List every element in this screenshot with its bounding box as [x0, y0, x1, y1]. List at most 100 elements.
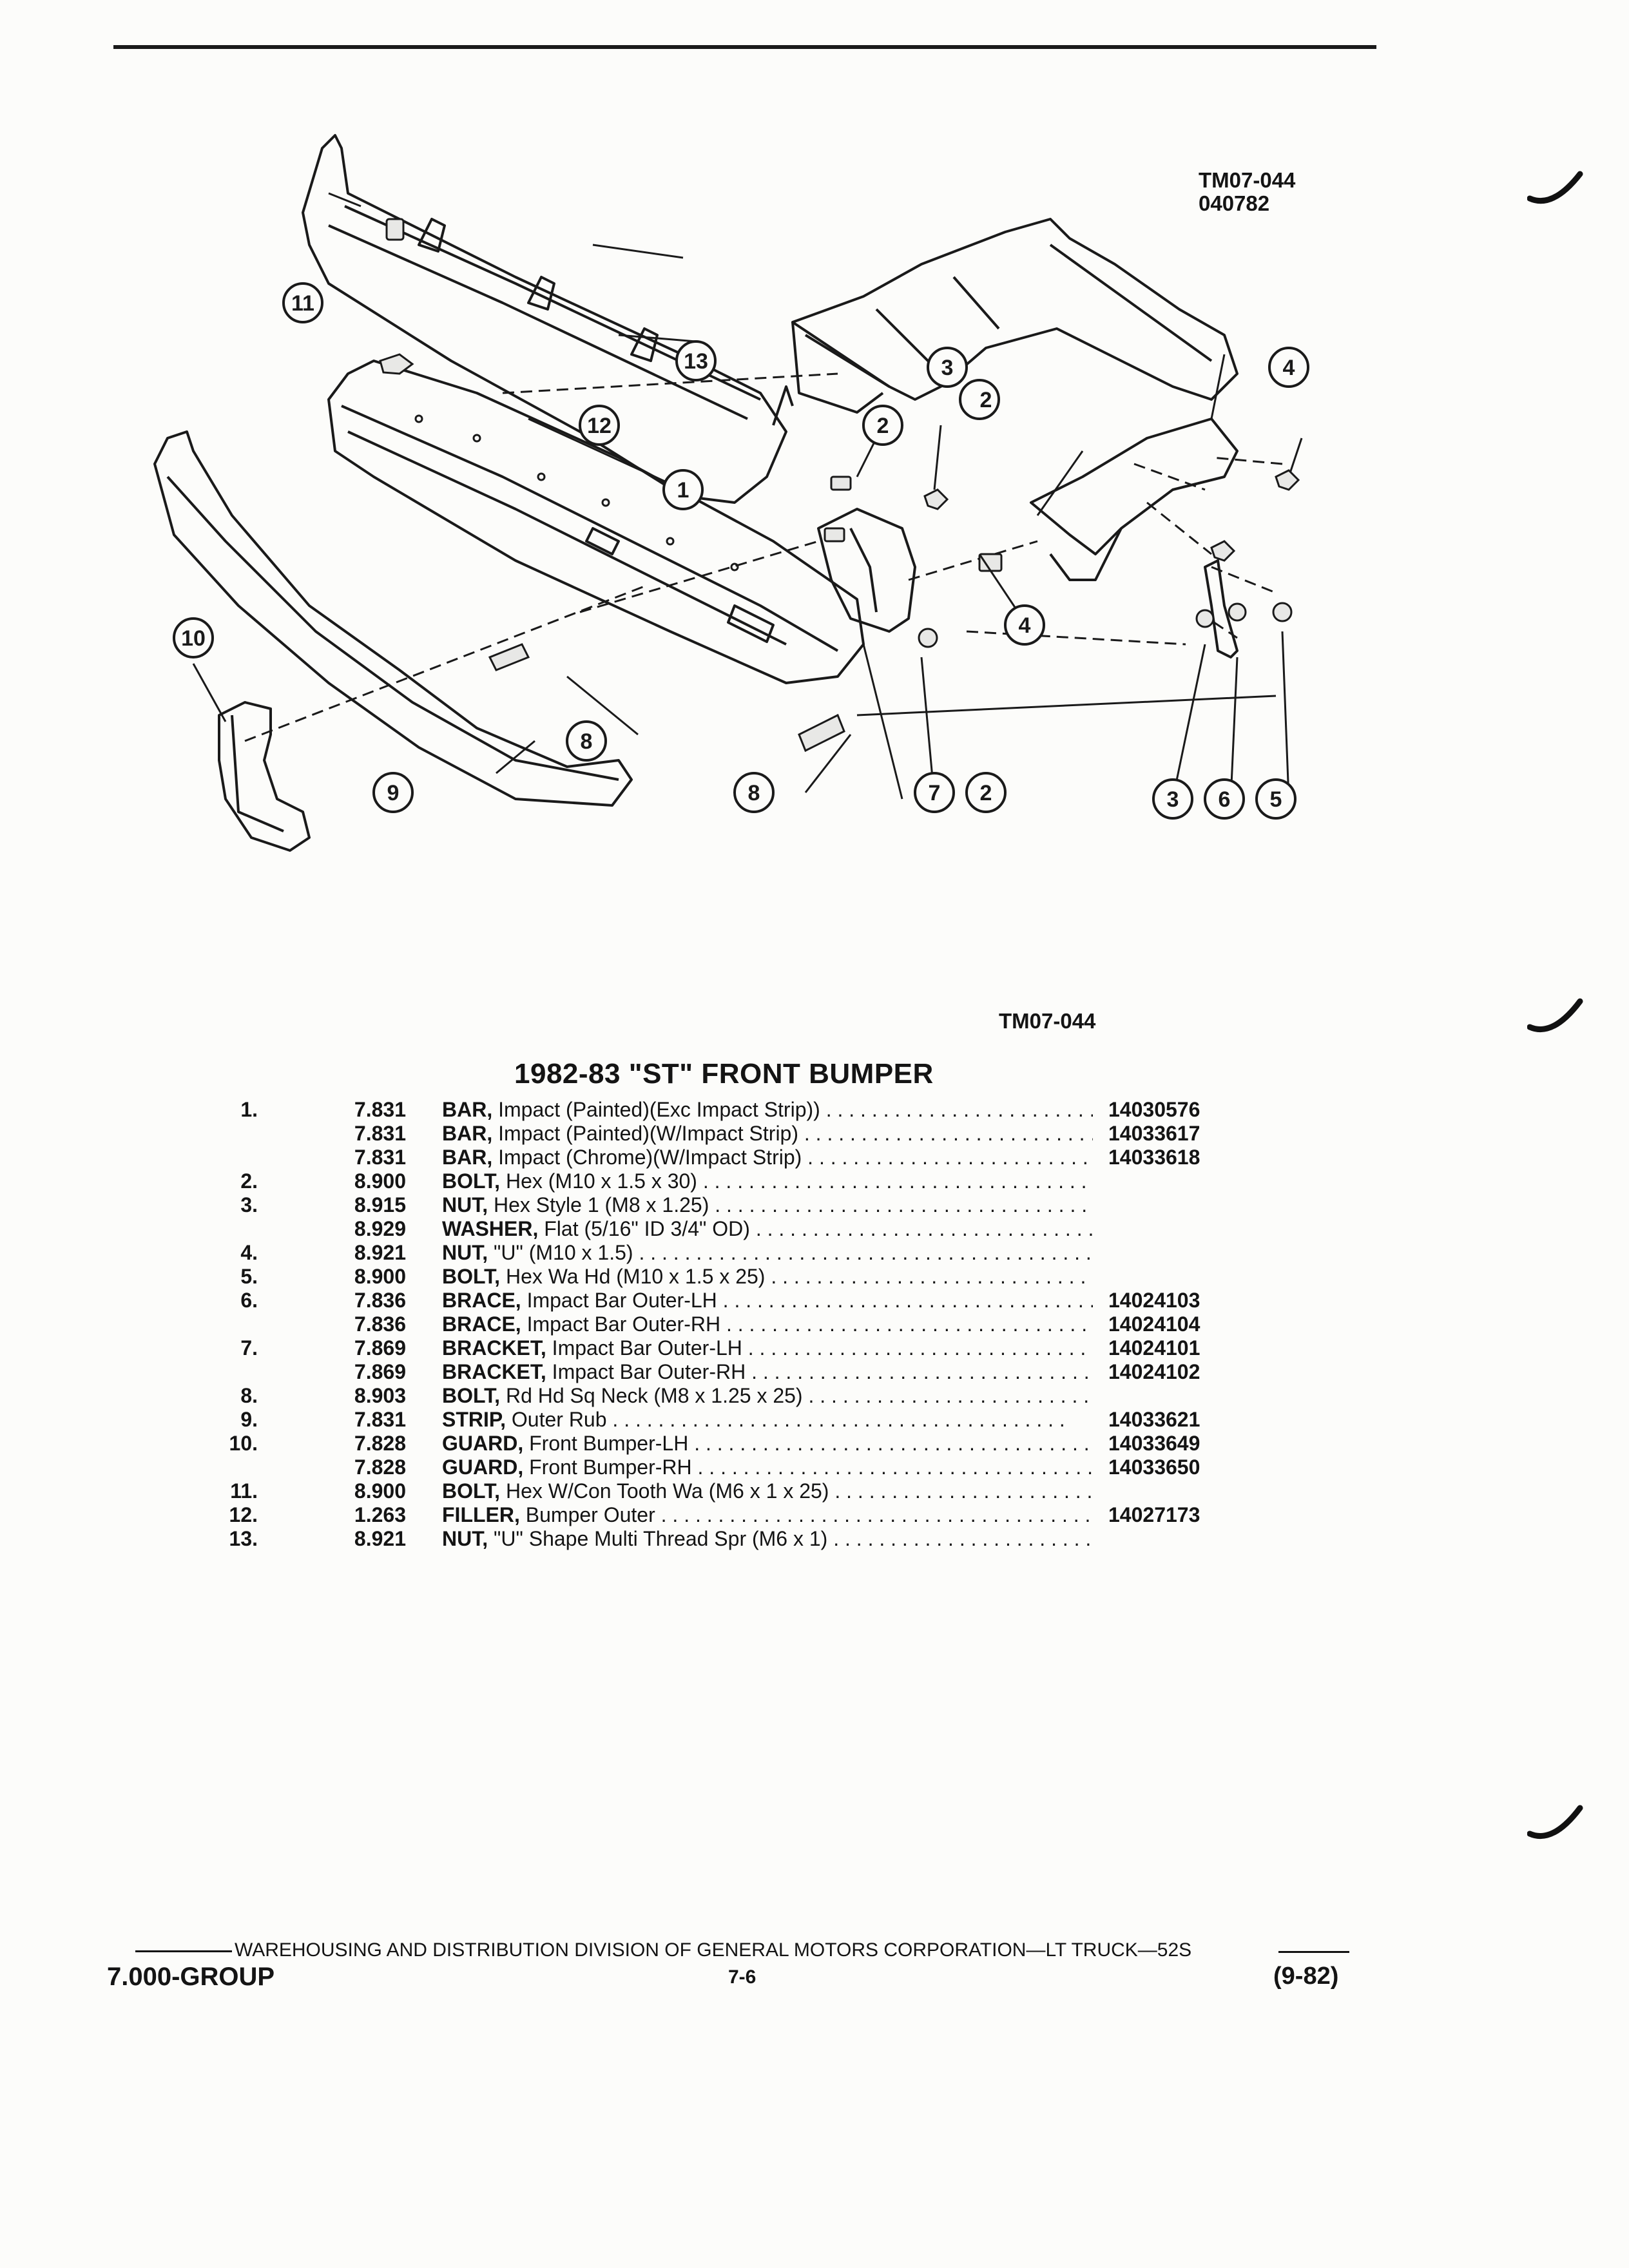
- callout-9: [372, 772, 414, 813]
- part-detail: Front Bumper-LH: [523, 1432, 689, 1455]
- part-detail: Rd Hd Sq Neck (M8 x 1.25 x 25): [500, 1384, 803, 1407]
- catalog-title: 1982-83 "ST" FRONT BUMPER: [514, 1058, 934, 1090]
- dot-leader: . . . . . . . . . . . . . . . . . . . . …: [747, 1336, 1093, 1360]
- group-number: 8.915: [354, 1193, 406, 1216]
- part-number: 14033621: [1108, 1408, 1200, 1431]
- part-name: BOLT,: [442, 1479, 501, 1503]
- group-number: 7.828: [354, 1456, 406, 1479]
- item-number: 3.: [240, 1193, 258, 1216]
- item-number: 9.: [240, 1408, 258, 1431]
- callout-1: [662, 469, 704, 510]
- part-name: BAR,: [442, 1146, 493, 1169]
- part-detail: Impact Bar Outer-RH: [546, 1360, 746, 1383]
- dot-leader: . . . . . . . . . . . . . . . . . . . . …: [804, 1122, 1093, 1145]
- group-number: 8.903: [354, 1384, 406, 1407]
- part-detail: "U" Shape Multi Thread Spr (M6 x 1): [488, 1527, 828, 1550]
- part-description: BRACKET, Impact Bar Outer-RH . . . . . .…: [442, 1360, 1093, 1384]
- part-name: GUARD,: [442, 1456, 524, 1479]
- item-number: 2.: [240, 1169, 258, 1193]
- footer-division-line: WAREHOUSING AND DISTRIBUTION DIVISION OF…: [135, 1939, 1191, 1961]
- group-number: 7.836: [354, 1289, 406, 1312]
- footer-trail-rule: [1278, 1951, 1349, 1953]
- callout-2c: [965, 772, 1007, 813]
- part-detail: Bumper Outer: [519, 1503, 655, 1526]
- part-number: 14033650: [1108, 1456, 1200, 1479]
- part-detail: Hex (M10 x 1.5 x 30): [500, 1169, 697, 1193]
- part-detail: Impact Bar Outer-RH: [521, 1312, 721, 1336]
- part-name: BOLT,: [442, 1265, 501, 1288]
- group-number: 7.831: [354, 1122, 406, 1145]
- parts-row: 3. 8.915 NUT, Hex Style 1 (M8 x 1.25) . . …: [0, 1193, 1629, 1217]
- part-number: 14024102: [1108, 1360, 1200, 1383]
- part-description: BRACE, Impact Bar Outer-RH . . . . . . .…: [442, 1312, 1093, 1336]
- part-detail: Impact (Painted)(Exc Impact Strip)): [492, 1098, 820, 1121]
- footer-dash: [135, 1950, 232, 1952]
- part-name: BRACE,: [442, 1312, 521, 1336]
- svg-text:1: 1: [677, 478, 689, 503]
- item-number: 5.: [240, 1265, 258, 1288]
- part-name: BRACE,: [442, 1289, 521, 1312]
- item-number: 7.: [240, 1336, 258, 1360]
- svg-text:2: 2: [877, 414, 889, 438]
- parts-row: 7.828 GUARD, Front Bumper-RH . . . . . . …: [0, 1456, 1629, 1479]
- part-name: BOLT,: [442, 1169, 501, 1193]
- part-description: BRACKET, Impact Bar Outer-LH . . . . . .…: [442, 1336, 1093, 1360]
- part-name: BAR,: [442, 1122, 493, 1145]
- part-description: BAR, Impact (Painted)(Exc Impact Strip))…: [442, 1098, 1093, 1122]
- part-description: NUT, Hex Style 1 (M8 x 1.25) . . . . . .…: [442, 1193, 1093, 1217]
- group-label: 7.000-GROUP: [107, 1963, 275, 1991]
- group-number: 8.900: [354, 1479, 406, 1503]
- dot-leader: . . . . . . . . . . . . . . . . . . . . …: [702, 1169, 1093, 1193]
- dot-leader: . . . . . . . . . . . . . . . . . . . . …: [697, 1456, 1094, 1479]
- dot-leader: . . . . . . . . . . . . . . . . . . . . …: [825, 1098, 1093, 1121]
- svg-text:13: 13: [684, 349, 708, 374]
- svg-text:10: 10: [181, 626, 206, 651]
- callout-11: [282, 282, 323, 323]
- group-number: 7.831: [354, 1408, 406, 1431]
- top-rule: [113, 45, 1376, 49]
- item-number: 12.: [229, 1503, 258, 1526]
- svg-text:5: 5: [1270, 787, 1282, 812]
- callout-8: [566, 720, 607, 762]
- dot-leader: . . . . . . . . . . . . . . . . . . . . …: [834, 1479, 1093, 1503]
- part-name: BRACKET,: [442, 1360, 546, 1383]
- part-detail: "U" (M10 x 1.5): [488, 1241, 633, 1264]
- item-number: 13.: [229, 1527, 258, 1550]
- callout-12: [579, 405, 620, 446]
- item-number: 1.: [240, 1098, 258, 1121]
- callout-4b: [1004, 604, 1045, 646]
- part-name: NUT,: [442, 1527, 488, 1550]
- part-number: 14033649: [1108, 1432, 1200, 1455]
- part-name: FILLER,: [442, 1503, 520, 1526]
- dot-leader: . . . . . . . . . . . . . . . . . . . . …: [808, 1384, 1093, 1407]
- part-number: 14030576: [1108, 1098, 1200, 1121]
- item-number: 11.: [230, 1479, 258, 1503]
- part-description: NUT, "U" (M10 x 1.5) . . . . . . . . . .…: [442, 1241, 1093, 1265]
- group-number: 8.929: [354, 1217, 406, 1240]
- item-number: 4.: [240, 1241, 258, 1264]
- binding-mark: [1527, 998, 1583, 1032]
- part-name: NUT,: [442, 1193, 488, 1216]
- part-description: GUARD, Front Bumper-RH . . . . . . . . .…: [442, 1456, 1093, 1479]
- part-detail: Hex Style 1 (M8 x 1.25): [488, 1193, 709, 1216]
- part-detail: Front Bumper-RH: [523, 1456, 692, 1479]
- part-detail: Flat (5/16" ID 3/4" OD): [538, 1217, 750, 1240]
- part-description: STRIP, Outer Rub . . . . . . . . . . . .…: [442, 1408, 1093, 1432]
- svg-text:4: 4: [1283, 356, 1295, 380]
- callout-13: [675, 340, 717, 381]
- part-description: GUARD, Front Bumper-LH . . . . . . . . .…: [442, 1432, 1093, 1456]
- svg-text:12: 12: [587, 414, 612, 438]
- group-number: 8.900: [354, 1265, 406, 1288]
- part-description: BRACE, Impact Bar Outer-LH . . . . . . .…: [442, 1289, 1093, 1312]
- part-description: FILLER, Bumper Outer . . . . . . . . . .…: [442, 1503, 1093, 1527]
- part-description: BOLT, Hex (M10 x 1.5 x 30) . . . . . . .…: [442, 1169, 1093, 1193]
- svg-text:11: 11: [291, 291, 314, 316]
- item-number: 8.: [240, 1384, 258, 1407]
- dot-leader: . . . . . . . . . . . . . . . . . . . . …: [655, 1503, 1093, 1526]
